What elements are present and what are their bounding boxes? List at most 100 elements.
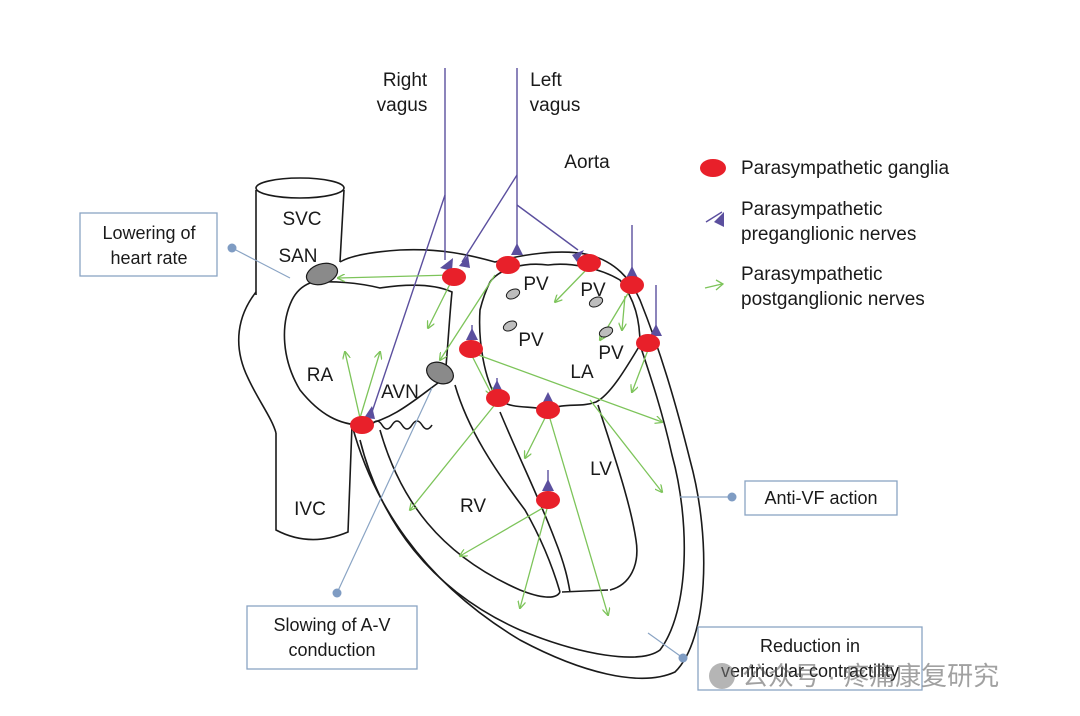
postganglionic-fibres [338, 267, 662, 615]
callout-av-leader [336, 387, 433, 594]
callout-antivf-box [744, 480, 898, 516]
post-la-1 [555, 267, 589, 302]
watermark: 公众号 · 疼痛康复研究 [709, 661, 999, 691]
ganglion [577, 254, 601, 272]
post-la-4 [632, 349, 649, 392]
callout-heart-rate-box [79, 212, 218, 277]
heart-outer-contour [237, 248, 705, 679]
callout-contractility-dot [678, 653, 688, 663]
ganglion [536, 401, 560, 419]
callout-heart-rate-line2: heart rate [110, 248, 187, 268]
post-rv-d [520, 504, 549, 608]
post-lv-a [589, 399, 662, 492]
legend-ganglia-label: Parasympathetic ganglia [741, 158, 949, 179]
callouts: Lowering of heart rate Slowing of A-V co… [79, 212, 923, 691]
post-to-san [338, 275, 453, 278]
left-vagus-branch-ra [461, 174, 518, 263]
legend-preganglionic-line1: Parasympathetic [741, 199, 883, 220]
legend-postganglionic-icon [704, 279, 725, 291]
callout-av-dot [332, 588, 342, 598]
pv-opening [588, 296, 604, 308]
ganglion [350, 416, 374, 434]
post-ra-2 [440, 274, 496, 360]
aorta-label: Aorta [564, 152, 610, 173]
callout-heart-rate-leader [231, 247, 291, 279]
ivc-label: IVC [294, 499, 326, 520]
pv-label-3: PV [518, 330, 544, 351]
legend-postganglionic-line1: Parasympathetic [741, 264, 883, 285]
post-rv-a [410, 401, 498, 510]
la-chamber [478, 263, 641, 411]
ivc-tube [275, 424, 353, 541]
pregang-terminal [650, 324, 662, 336]
left-vagus-label-line1: Left [530, 70, 562, 91]
svc-top-opening [255, 177, 345, 199]
right-vagus-label-line1: Right [383, 70, 428, 91]
pv-opening [502, 320, 518, 332]
post-la-3 [622, 295, 625, 330]
ganglion [442, 268, 466, 286]
pregang-terminal [459, 255, 470, 268]
ra-chamber [283, 281, 453, 426]
callout-av-line1: Slowing of A-V [273, 615, 390, 635]
svc-label: SVC [282, 209, 321, 230]
la-label: LA [570, 362, 594, 383]
anatomy-labels: Right vagus Left vagus Aorta SVC SAN RA … [278, 70, 624, 520]
callout-heart-rate-dot [227, 243, 237, 253]
rv-inner-boundary [379, 429, 561, 598]
lv-inner-boundary [597, 404, 638, 591]
left-vagus-branch-la [516, 204, 579, 251]
preganglionic-terminals [364, 243, 662, 491]
post-septal-a [469, 351, 492, 395]
legend-preganglionic-line2: preganglionic nerves [741, 224, 916, 245]
pv-label-4: PV [598, 343, 624, 364]
ganglion [459, 340, 483, 358]
pregang-terminal [542, 479, 554, 491]
post-lv-b [547, 411, 608, 615]
ganglion [536, 491, 560, 509]
heart-inner-contour [359, 344, 686, 658]
ganglion [636, 334, 660, 352]
right-vagus-label-line2: vagus [377, 95, 428, 116]
pregang-terminal [491, 380, 503, 392]
pv-label-1: PV [523, 274, 549, 295]
post-rv-c [460, 504, 549, 556]
callout-contractility-leader [647, 632, 684, 659]
right-vagus-branch-av [371, 194, 446, 413]
callout-antivf-label: Anti-VF action [764, 488, 877, 508]
post-ra-up-2 [359, 352, 380, 419]
callout-contractility-box [697, 626, 923, 691]
ra-label: RA [307, 365, 334, 386]
post-ra-up-1 [345, 352, 361, 419]
pregang-terminal [511, 243, 523, 255]
callout-contractility-line2: ventricular contractility [721, 661, 899, 681]
callout-contractility-line1: Reduction in [760, 636, 860, 656]
av-junction-wavy [371, 420, 433, 430]
avn-node [426, 361, 454, 385]
watermark-text: 公众号 · 疼痛康复研究 [742, 661, 999, 691]
pulmonary-vein-openings [502, 288, 614, 338]
svc-tube [255, 189, 345, 295]
legend-preganglionic-icon [705, 211, 724, 227]
san-label: SAN [278, 246, 317, 267]
wechat-icon [709, 663, 735, 689]
pregang-terminal [364, 406, 375, 419]
legend-ganglia-icon [700, 159, 726, 177]
callout-av-line2: conduction [288, 640, 375, 660]
post-ra-1 [428, 279, 453, 328]
pv-opening [598, 326, 614, 338]
legend: Parasympathetic ganglia Parasympathetic … [700, 158, 949, 310]
pv-opening [505, 288, 521, 300]
lv-label: LV [590, 459, 612, 480]
ganglion [486, 389, 510, 407]
pregang-terminal [542, 392, 554, 404]
pregang-terminal [626, 266, 638, 278]
ganglion [496, 256, 520, 274]
pregang-terminal [572, 250, 584, 262]
pv-label-2: PV [580, 280, 606, 301]
pregang-terminal [440, 258, 453, 271]
callout-av-box [246, 605, 418, 670]
pregang-terminal [466, 328, 478, 340]
parasympathetic-ganglia [350, 254, 660, 509]
